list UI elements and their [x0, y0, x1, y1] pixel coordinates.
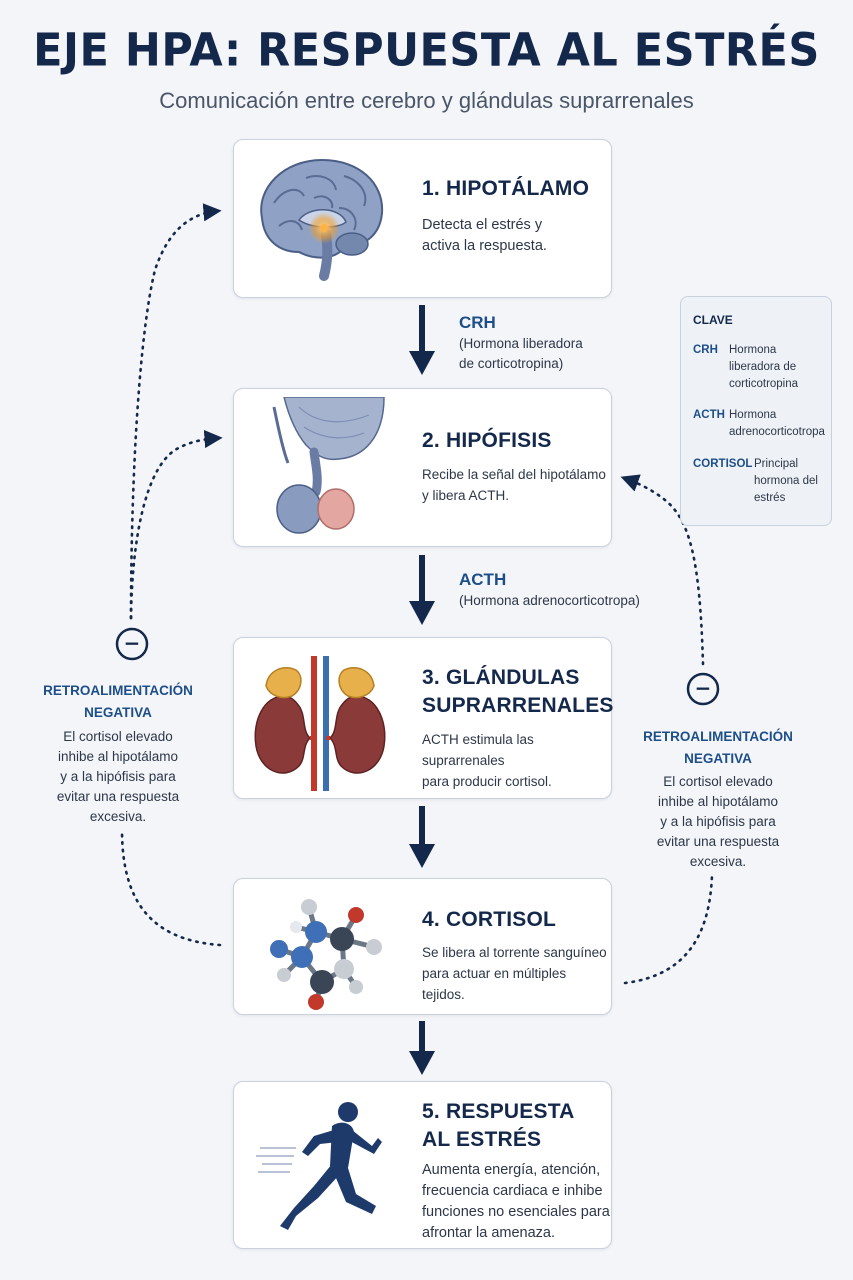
pituitary-icon: [244, 397, 394, 537]
key-def-line: adrenocorticotropa: [729, 426, 825, 438]
step-title: 3. GLÁNDULAS SUPRARRENALES: [422, 664, 614, 720]
key-def-line: corticotropina: [729, 378, 799, 390]
minus-symbol: −: [695, 676, 712, 700]
feedback-desc-line: excesiva.: [689, 854, 747, 869]
page-subtitle: Comunicación entre cerebro y glándulas s…: [159, 88, 694, 113]
step-desc-line: funciones no esenciales para: [422, 1204, 610, 1220]
minus-circle-icon: −: [115, 627, 149, 661]
feedback-desc-line: inhibe al hipotálamo: [657, 794, 779, 809]
key-abbr: CORTISOL: [693, 458, 753, 470]
feedback-title-right: RETROALIMENTACIÓN NEGATIVA: [633, 726, 803, 770]
key-def-line: liberadora de: [729, 361, 797, 373]
step-title: 4. CORTISOL: [422, 908, 557, 931]
key-def-line: Principal: [754, 458, 799, 470]
minus-circle-icon: −: [686, 672, 720, 706]
key-legend: CLAVE CRH Hormona liberadora de corticot…: [680, 296, 832, 526]
adrenal-kidney-icon: [244, 646, 404, 791]
key-def-line: Hormona: [729, 409, 777, 421]
feedback-title-left: RETROALIMENTACIÓN NEGATIVA: [33, 680, 203, 724]
step-desc-line: para actuar en múltiples tejidos.: [422, 966, 567, 1002]
step-desc-line: activa la respuesta.: [422, 238, 547, 254]
brain-icon: [244, 148, 394, 288]
key-title: CLAVE: [693, 313, 733, 327]
step-card-cortisol: 4. CORTISOL Se libera al torrente sanguí…: [233, 878, 612, 1015]
step-title-line: 5. RESPUESTA: [422, 1100, 575, 1123]
molecule-icon: [244, 887, 394, 1012]
hormone-full: (Hormona liberadora: [459, 336, 583, 351]
page-title: EJE HPA: RESPUESTA AL ESTRÉS: [33, 24, 820, 78]
step-desc-line: Detecta el estrés y: [422, 217, 543, 233]
step-title: 1. HIPOTÁLAMO: [422, 177, 590, 200]
feedback-title-line: RETROALIMENTACIÓN: [43, 683, 193, 698]
feedback-desc-right: El cortisol elevado inhibe al hipotálamo…: [633, 772, 803, 872]
minus-symbol: −: [124, 631, 141, 655]
step-desc-line: Se libera al torrente sanguíneo: [422, 945, 607, 960]
feedback-title-line: RETROALIMENTACIÓN: [643, 729, 793, 744]
key-def-line: estrés: [754, 492, 786, 504]
feedback-desc-line: evitar una respuesta: [56, 789, 180, 804]
hormone-full: (Hormona adrenocorticotropa): [459, 593, 640, 608]
step-card-stress-response: 5. RESPUESTA AL ESTRÉS Aumenta energía, …: [233, 1081, 612, 1249]
step-desc-line: Recibe la señal del hipotálamo: [422, 467, 606, 482]
feedback-title-line: NEGATIVA: [84, 705, 152, 720]
down-arrow: [409, 305, 435, 375]
step-desc-line: para producir cortisol.: [422, 774, 552, 789]
step-desc-line: afrontar la amenaza.: [422, 1225, 555, 1241]
down-arrow: [409, 1021, 435, 1075]
step-card-adrenals: 3. GLÁNDULAS SUPRARRENALES ACTH estimula…: [233, 637, 614, 799]
hormone-full: de corticotropina): [459, 356, 564, 371]
step-title-line: SUPRARRENALES: [422, 694, 614, 717]
key-def-line: hormona del: [754, 475, 818, 487]
feedback-desc-line: inhibe al hipotálamo: [57, 749, 179, 764]
step-card-pituitary: 2. HIPÓFISIS Recibe la señal del hipotál…: [233, 388, 612, 547]
key-def-line: Hormona: [729, 344, 777, 356]
hormone-abbr: ACTH: [459, 570, 507, 589]
step-title-line: 3. GLÁNDULAS: [422, 666, 580, 689]
step-desc-line: y libera ACTH.: [422, 488, 510, 503]
step-desc-line: frecuencia cardiaca e inhibe: [422, 1183, 603, 1199]
key-abbr: ACTH: [693, 409, 725, 421]
feedback-desc-line: evitar una respuesta: [656, 834, 780, 849]
feedback-desc-left: El cortisol elevado inhibe al hipotálamo…: [33, 727, 203, 827]
feedback-title-line: NEGATIVA: [684, 751, 752, 766]
down-arrow: [409, 806, 435, 868]
feedback-desc-line: El cortisol elevado: [663, 774, 773, 789]
step-title-line: AL ESTRÉS: [422, 1128, 542, 1151]
step-desc-line: Aumenta energía, atención,: [422, 1162, 601, 1178]
key-abbr: CRH: [693, 344, 718, 356]
runner-icon: [244, 1090, 404, 1240]
feedback-desc-line: y a la hipófisis para: [60, 769, 176, 784]
step-title: 2. HIPÓFISIS: [422, 429, 552, 452]
feedback-desc-line: excesiva.: [89, 809, 147, 824]
step-desc-line: ACTH estimula las suprarrenales: [422, 732, 534, 768]
step-title: 5. RESPUESTA AL ESTRÉS: [422, 1098, 575, 1154]
down-arrow: [409, 555, 435, 625]
feedback-desc-line: El cortisol elevado: [63, 729, 173, 744]
hormone-abbr: CRH: [459, 313, 496, 332]
feedback-desc-line: y a la hipófisis para: [660, 814, 776, 829]
step-card-hypothalamus: 1. HIPOTÁLAMO Detecta el estrés y activa…: [233, 139, 612, 298]
